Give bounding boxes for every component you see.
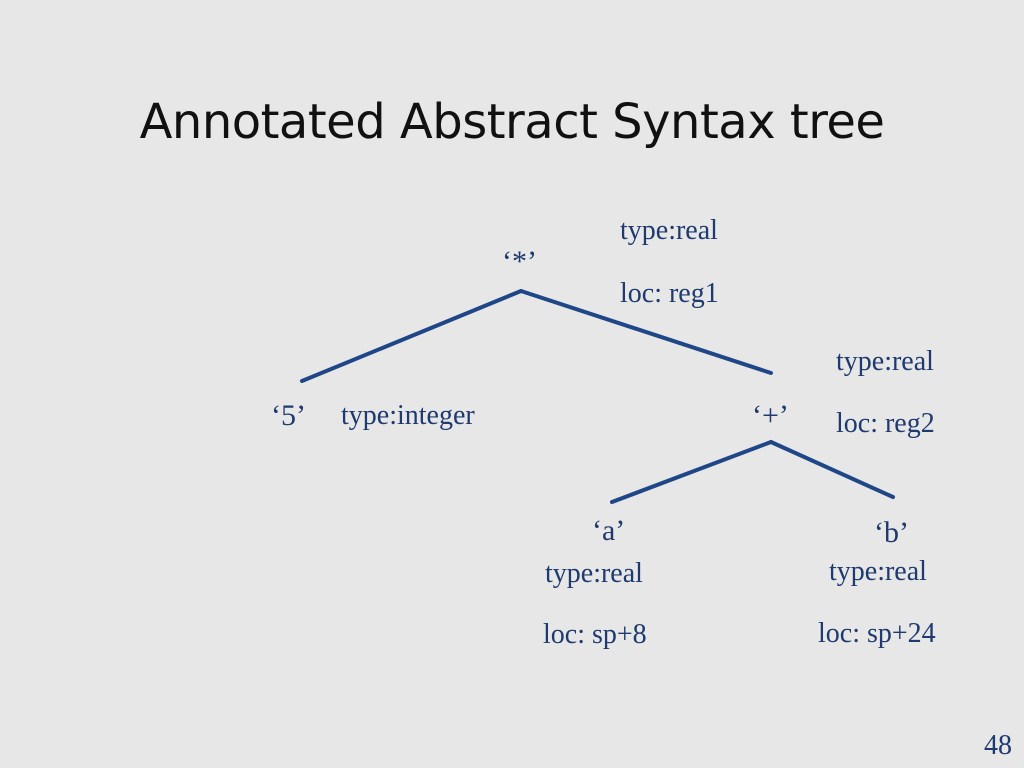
node-five-type: type:integer — [341, 400, 475, 431]
node-b-type: type:real — [829, 556, 927, 587]
node-b-label: ‘b’ — [874, 516, 909, 549]
slide-title: Annotated Abstract Syntax tree — [139, 94, 885, 150]
edge-plus-to-a — [610, 440, 773, 504]
page-number: 48 — [984, 730, 1012, 761]
node-plus-loc: loc: reg2 — [836, 408, 935, 439]
node-root-loc: loc: reg1 — [620, 278, 719, 309]
node-plus-label: ‘+’ — [752, 399, 789, 432]
edge-root-to-plus — [519, 289, 773, 375]
node-b-loc: loc: sp+24 — [818, 618, 936, 649]
node-a-type: type:real — [545, 558, 643, 589]
node-root-label: ‘*’ — [502, 245, 537, 278]
node-root-type: type:real — [620, 215, 718, 246]
edge-plus-to-b — [769, 440, 895, 499]
node-plus-type: type:real — [836, 346, 934, 377]
node-five-label: ‘5’ — [271, 399, 306, 432]
node-a-loc: loc: sp+8 — [543, 619, 647, 650]
node-a-label: ‘a’ — [592, 514, 626, 547]
edge-root-to-five — [300, 289, 523, 383]
